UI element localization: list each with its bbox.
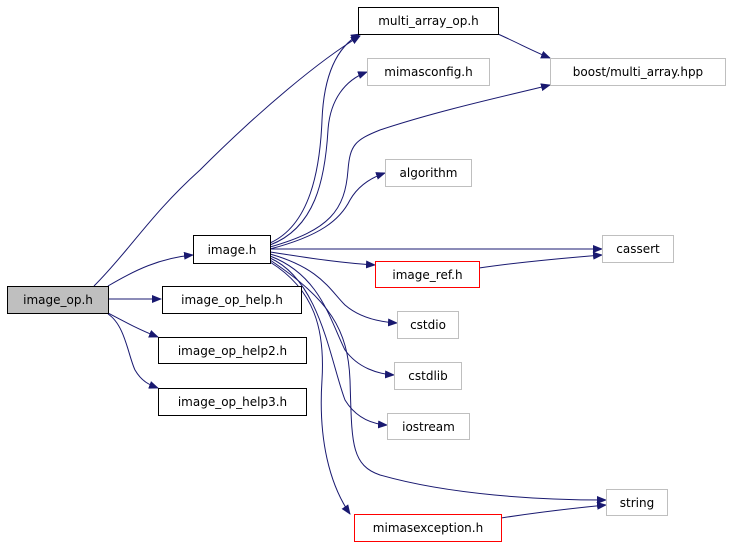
node-image[interactable]: image.h (193, 235, 271, 264)
edge-image-string (269, 259, 607, 504)
node-cstdlib[interactable]: cstdlib (394, 362, 462, 390)
node-algorithm[interactable]: algorithm (385, 159, 472, 187)
node-cassert[interactable]: cassert (602, 235, 674, 263)
node-string[interactable]: string (606, 489, 668, 516)
edge-multi_array_op-boost_multi_array (497, 33, 551, 59)
node-mimasconfig[interactable]: mimasconfig.h (367, 58, 490, 86)
node-image_ref[interactable]: image_ref.h (375, 261, 480, 288)
node-multi_array_op[interactable]: multi_array_op.h (358, 7, 499, 35)
edge-image_op-image (107, 251, 194, 287)
edge-image_op-image_op_help2 (107, 312, 159, 338)
node-mimasexception[interactable]: mimasexception.h (354, 514, 502, 542)
node-image_op_help3[interactable]: image_op_help3.h (158, 388, 307, 416)
edge-image-mimasconfig (269, 71, 368, 246)
node-image_op[interactable]: image_op.h (7, 286, 109, 314)
edge-image-cstdlib (269, 255, 395, 379)
node-image_op_help2[interactable]: image_op_help2.h (158, 337, 307, 364)
node-iostream[interactable]: iostream (387, 413, 470, 440)
node-image_op_help[interactable]: image_op_help.h (162, 286, 302, 314)
edge-image-boost_multi_array (269, 83, 551, 248)
edge-image_op-image_op_help3 (107, 313, 159, 389)
edge-mimasexception-string (500, 501, 607, 519)
edge-image_op-multi_array_op (93, 35, 361, 287)
edge-image-cstdio (269, 253, 398, 327)
edge-image-image_ref (269, 251, 376, 269)
edge-image-multi_array_op (269, 33, 361, 244)
node-boost_multi_array[interactable]: boost/multi_array.hpp (550, 58, 726, 86)
edge-image-algorithm (269, 172, 386, 250)
node-cstdio[interactable]: cstdio (397, 311, 459, 339)
edge-image_ref-cassert (478, 251, 603, 269)
